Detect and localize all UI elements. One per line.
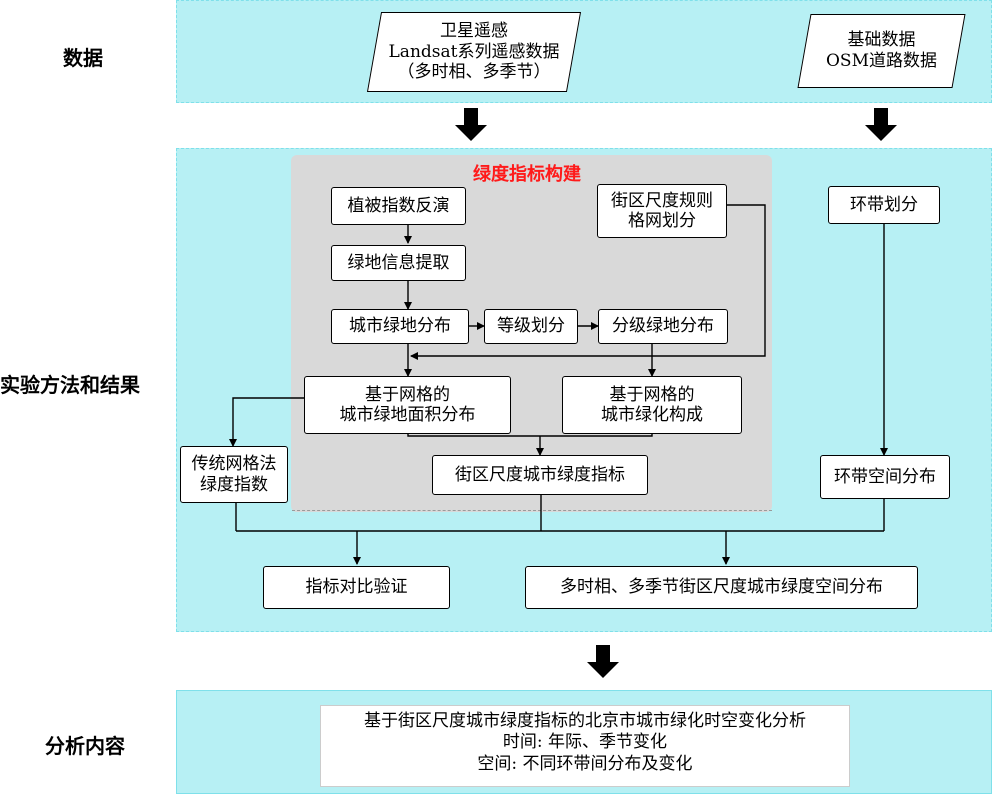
block-index-box: 街区尺度城市绿度指标 [432,455,648,495]
analysis-content-box: 基于街区尺度城市绿度指标的北京市城市绿化时空变化分析 时间: 年际、季节变化 空… [320,705,850,787]
basic-data-label: 基础数据 OSM道路数据 [826,30,937,71]
urban-green-box: 城市绿地分布 [331,309,469,344]
section-title: 绿度指标构建 [473,164,581,185]
analysis-line-3: 空间: 不同环带间分布及变化 [477,753,693,774]
analysis-line-1: 基于街区尺度城市绿度指标的北京市城市绿化时空变化分析 [364,711,806,731]
grading-box: 等级划分 [484,309,578,344]
grid-area-box: 基于网格的 城市绿地面积分布 [304,376,511,434]
row-label-data: 数据 [63,46,103,70]
row-label-method: 实验方法和结果 [0,373,140,397]
graded-green-box: 分级绿地分布 [598,309,728,344]
block-grid-box: 街区尺度规则 格网划分 [597,184,727,238]
ring-division-box: 环带划分 [828,186,940,224]
grid-composition-box: 基于网格的 城市绿化构成 [562,376,742,434]
validation-box: 指标对比验证 [263,566,450,609]
analysis-line-2: 时间: 年际、季节变化 [502,732,668,753]
block-arrow-right [865,108,897,141]
green-extraction-box: 绿地信息提取 [331,245,466,281]
satellite-data-label: 卫星遥感 Landsat系列遥感数据 （多时相、多季节） [388,20,560,83]
block-arrow-bottom [587,645,619,678]
ndvi-inversion-box: 植被指数反演 [331,187,466,225]
row-label-analysis: 分析内容 [45,734,125,758]
spatial-result-box: 多时相、多季节街区尺度城市绿度空间分布 [525,566,918,609]
panel-dashed-edge [292,510,772,511]
block-arrow-left [455,108,487,141]
ring-distribution-box: 环带空间分布 [820,455,950,499]
traditional-index-box: 传统网格法 绿度指数 [180,446,288,503]
